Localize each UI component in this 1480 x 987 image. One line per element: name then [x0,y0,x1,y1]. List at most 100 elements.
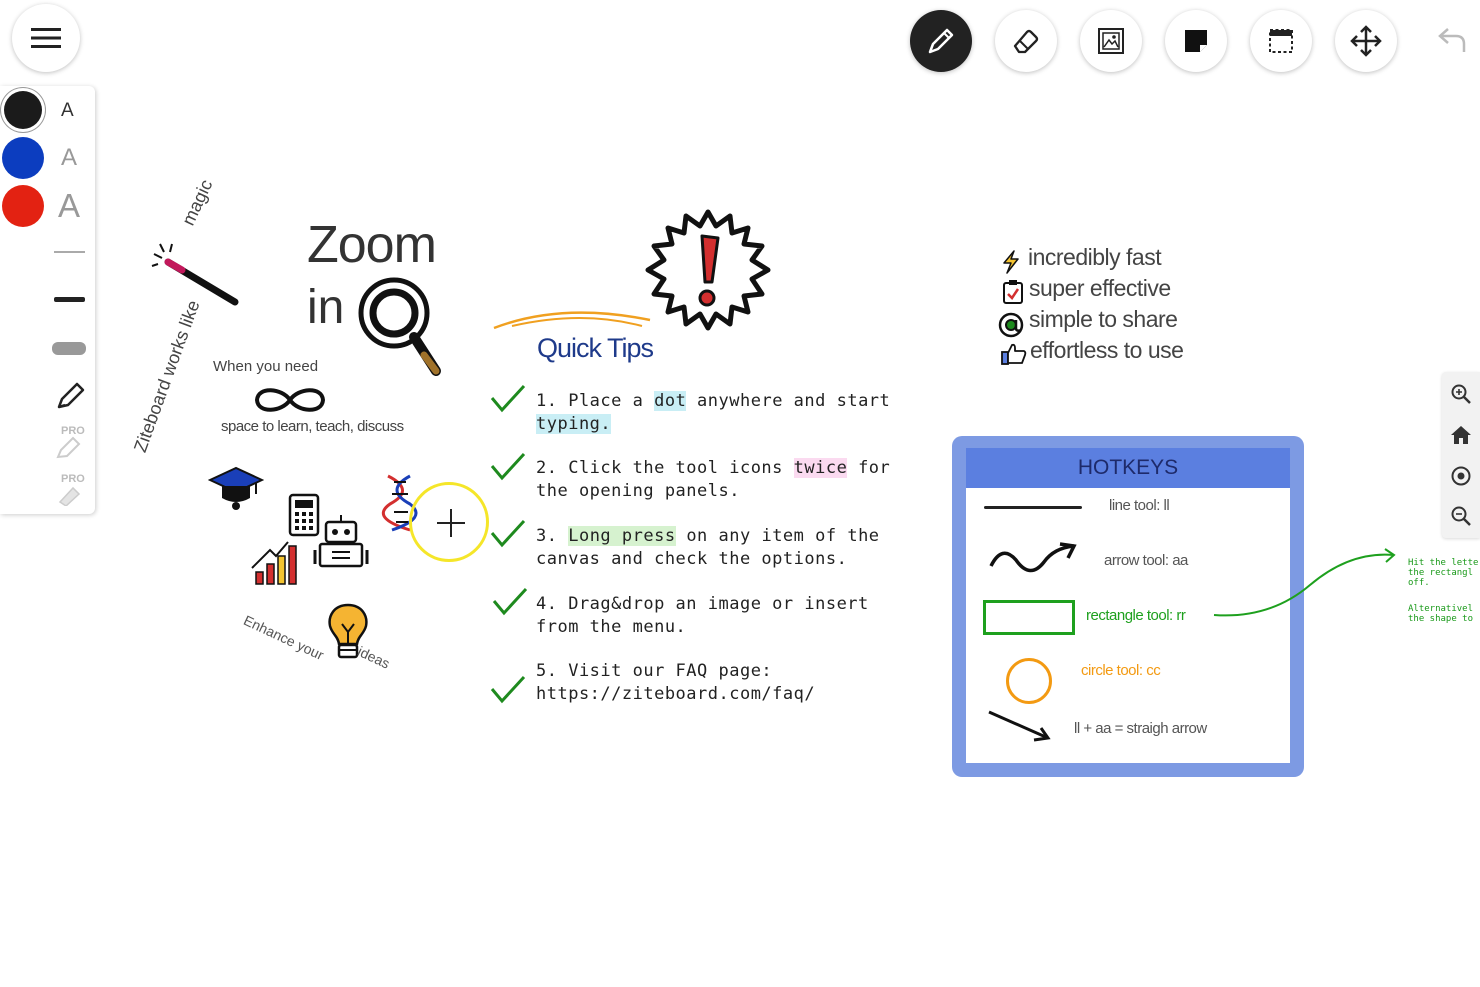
pro-badge: PRO [61,425,85,437]
orange-swash-decoration [492,306,654,337]
calculator-illustration [288,493,320,542]
thumbs-up-icon [1001,343,1027,365]
lightbulb-illustration [326,602,370,667]
dna-illustration [380,472,424,537]
stroke-width-thin[interactable] [54,251,85,253]
cursor-highlight [409,482,489,562]
hamburger-menu-icon [31,28,61,48]
selection-icon [1269,29,1293,53]
curved-arrow-icon [1213,548,1396,617]
font-size-small[interactable]: A [61,100,74,121]
marker-icon [58,486,81,507]
arrow-sample [988,540,1080,589]
calculator-icon [288,493,320,537]
sticky-note-tool-button[interactable] [1165,10,1227,72]
exclamation-icon [645,209,771,331]
at-sign-illustration [998,312,1024,343]
color-swatch-black[interactable] [4,91,42,129]
zoom-out-button[interactable] [1448,503,1474,529]
hotkeys-content: HOTKEYS line tool: ll arrow tool: aa rec… [966,448,1290,763]
marker-tool[interactable] [57,482,83,511]
zoom-out-icon [1451,506,1471,526]
feature-share: simple to share [1029,306,1178,332]
feature-fast: incredibly fast [1028,244,1162,270]
works-like-label: Ziteboard works like [130,297,204,455]
pen-icon [928,28,954,54]
home-icon [1451,426,1471,444]
feature-effortless: effortless to use [1030,337,1184,363]
undo-icon [1438,28,1466,52]
infinity-icon [254,388,326,412]
eraser-tool-button[interactable] [995,10,1057,72]
wavy-arrow-icon [989,542,1077,573]
robot-icon [313,515,369,568]
highlighter-icon [56,436,81,459]
center-view-button[interactable] [1448,463,1474,489]
clipboard-illustration [1002,279,1024,310]
magic-wand-illustration [150,240,245,315]
when-you-need-text: When you need [213,358,319,375]
color-swatch-blue[interactable] [2,137,44,179]
dna-icon [381,474,418,532]
checkmark-icon [490,452,526,487]
lightbulb-icon [328,603,368,659]
thumbs-up-illustration [1000,342,1028,371]
graduation-cap-icon [207,466,265,510]
stroke-width-medium[interactable] [54,297,85,302]
at-sign-icon [998,312,1024,338]
sticky-note-icon [1185,30,1207,52]
infinity-illustration [252,384,328,421]
stroke-width-thick[interactable] [52,342,86,355]
pencil-icon [57,382,85,409]
font-size-medium[interactable]: A [61,144,78,171]
magnifier-illustration [356,275,446,388]
ideas-text: ideas [355,643,393,672]
main-menu-button[interactable] [12,4,80,72]
straight-arrow-sample [986,708,1054,749]
growth-chart-illustration [250,538,302,591]
zoom-in-button[interactable] [1448,381,1474,407]
side-note-alternatively: Alternativel the shape to [1408,604,1474,624]
magic-label: magic [178,176,217,229]
pro-badge: PRO [61,473,85,485]
target-icon [1451,466,1471,486]
straight-arrow-hotkey: ll + aa = straigh arrow [1074,720,1207,737]
tip-5: 5. Visit our FAQ page: https://ziteboard… [536,661,816,704]
line-sample [984,506,1082,509]
rectangle-sample [983,600,1075,635]
line-tool-hotkey: line tool: ll [1109,497,1170,514]
font-size-large[interactable]: A [58,187,81,224]
checkmark-icon [490,384,526,419]
zoom-panel [1442,372,1480,538]
rectangle-tool-hotkey: rectangle tool: rr [1086,607,1186,624]
highlighter-tool[interactable] [55,434,83,465]
exclamation-burst-illustration [644,208,772,339]
color-swatch-red[interactable] [2,185,44,227]
side-note-hit-letters: Hit the lette the rectangl off. [1408,558,1479,588]
move-tool-button[interactable] [1335,10,1397,72]
swash-icon [493,311,651,330]
bar-chart-icon [251,541,297,585]
undo-button[interactable] [1432,24,1468,61]
select-tool-button[interactable] [1250,10,1312,72]
lightning-illustration [1000,250,1022,279]
circle-tool-hotkey: circle tool: cc [1081,662,1161,679]
tip-1: 1. Place a dot anywhere and start typing… [536,391,891,434]
zoom-title: Zoom [307,216,437,274]
hotkeys-panel[interactable]: HOTKEYS line tool: ll arrow tool: aa rec… [952,436,1304,777]
pencil-tool[interactable] [55,380,87,417]
pen-tool-button[interactable] [910,10,972,72]
crosshair-icon [437,509,465,537]
circle-sample [1006,658,1052,704]
quick-tips-title: Quick Tips [537,333,654,363]
home-view-button[interactable] [1448,422,1474,448]
image-tool-button[interactable] [1080,10,1142,72]
lightning-icon [1003,250,1019,274]
hotkeys-title: HOTKEYS [966,448,1290,488]
straight-arrow-icon [988,710,1051,742]
enhance-your-text: Enhance your [241,612,327,664]
zoom-in-icon [1451,384,1471,404]
image-icon [1098,28,1124,54]
green-connector-arrow [1210,545,1400,630]
checkmark-icon [490,675,526,710]
